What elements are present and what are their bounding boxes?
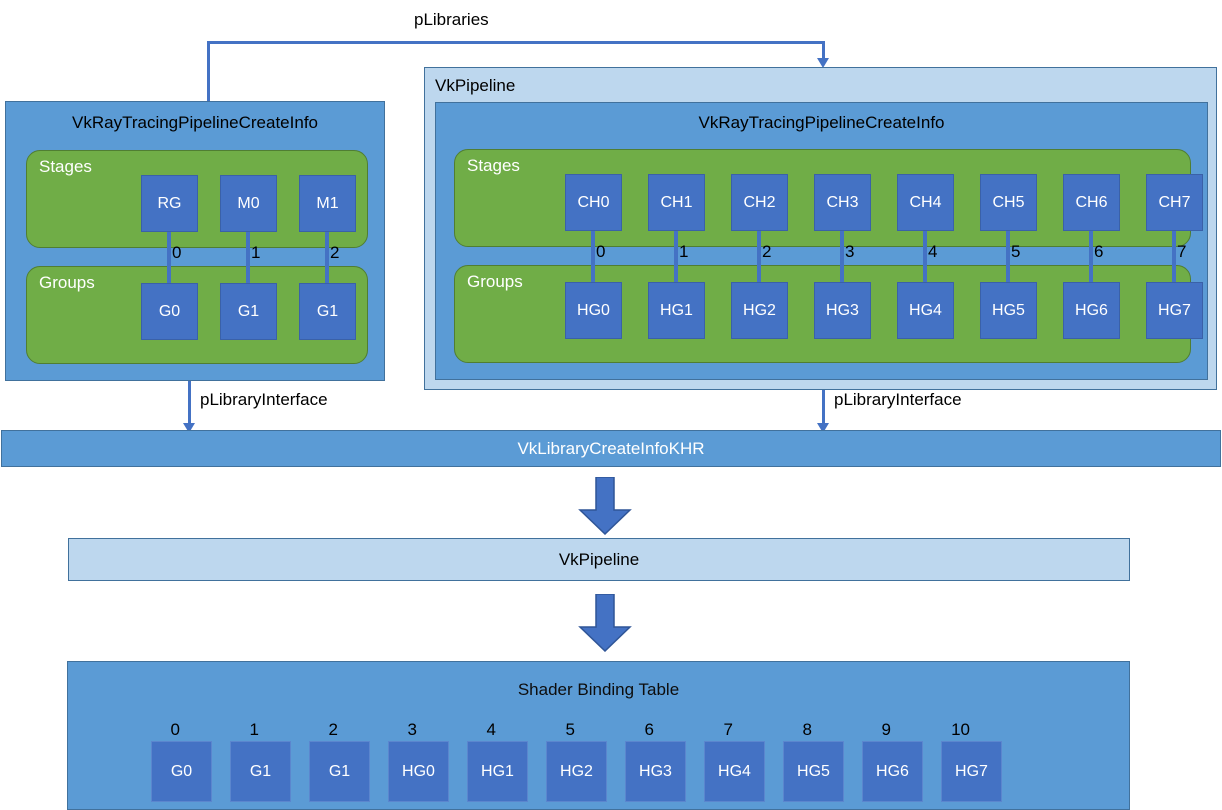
left-connector [246,227,250,305]
left-groups-label: Groups [39,273,95,292]
left-panel-title: VkRayTracingPipelineCreateInfo [72,113,318,132]
right-index-label: 1 [679,242,689,261]
sbt-entry-chip: HG3 [625,741,686,802]
right-stages-label: Stages [467,156,520,175]
right-group-chip: HG4 [897,282,954,339]
sbt-index-label: 6 [644,720,654,739]
right-group-chip: HG6 [1063,282,1120,339]
vklibrarycreateinfokhr-label: VkLibraryCreateInfoKHR [517,438,705,458]
left-stage-chip: RG [141,175,198,232]
right-stage-chip: CH6 [1063,174,1120,231]
left-stage-chip: M0 [220,175,277,232]
sbt-entry-chip: HG4 [704,741,765,802]
right-stage-chip: CH7 [1146,174,1203,231]
right-plibraryinterface-arrowhead-icon [817,423,829,433]
plibraries-arrow-span [207,41,825,44]
right-stage-chip: CH1 [648,174,705,231]
right-create-info-panel: VkRayTracingPipelineCreateInfo Stages Gr… [435,102,1208,380]
left-index-label: 0 [172,243,182,262]
right-connector [1089,226,1093,304]
plibraries-arrowhead-icon [817,58,829,68]
sbt-index-label: 10 [951,720,970,739]
right-group-chip: HG5 [980,282,1037,339]
sbt-entry-chip: HG0 [388,741,449,802]
right-index-label: 7 [1177,242,1187,261]
right-group-chip: HG3 [814,282,871,339]
right-groups-label: Groups [467,272,523,291]
left-plibraryinterface-label: pLibraryInterface [200,390,328,409]
plibraries-arrow-riser [207,41,210,103]
left-connector [167,227,171,305]
right-stage-chip: CH3 [814,174,871,231]
sbt-entry-chip: G1 [230,741,291,802]
right-connector [840,226,844,304]
vkpipeline-result-label: VkPipeline [558,549,640,569]
right-connector [591,226,595,304]
sbt-index-label: 8 [802,720,812,739]
right-index-label: 0 [596,242,606,261]
sbt-entry-chip: HG5 [783,741,844,802]
right-stage-chip: CH4 [897,174,954,231]
right-plibraryinterface-arrow-line [822,390,825,425]
sbt-index-label: 9 [881,720,891,739]
right-connector [1172,226,1176,304]
right-stage-chip: CH0 [565,174,622,231]
right-stage-chip: CH5 [980,174,1037,231]
left-index-label: 2 [330,243,340,262]
sbt-index-label: 1 [249,720,259,739]
left-connector [325,227,329,305]
sbt-entry-chip: G0 [151,741,212,802]
right-index-label: 3 [845,242,855,261]
left-group-chip: G1 [220,283,277,340]
left-index-label: 1 [251,243,261,262]
shader-binding-table-panel: Shader Binding Table 0 1 2 3 4 5 6 7 8 9… [67,661,1130,810]
right-vkpipeline-panel: VkPipeline VkRayTracingPipelineCreateInf… [424,67,1217,390]
right-group-chip: HG7 [1146,282,1203,339]
left-create-info-panel: VkRayTracingPipelineCreateInfo Stages Gr… [5,101,385,381]
block-arrow-to-sbt [576,593,634,653]
right-group-chip: HG2 [731,282,788,339]
sbt-index-label: 7 [723,720,733,739]
right-group-chip: HG1 [648,282,705,339]
left-plibraryinterface-arrow-line [188,381,191,425]
sbt-entry-chip: HG1 [467,741,528,802]
shader-binding-table-title: Shader Binding Table [517,680,680,699]
right-index-label: 5 [1011,242,1021,261]
sbt-index-label: 2 [328,720,338,739]
vklibrarycreateinfokhr-bar: VkLibraryCreateInfoKHR [1,430,1221,467]
sbt-index-label: 3 [407,720,417,739]
plibraries-arrow-descender [822,41,825,60]
right-panel-title: VkRayTracingPipelineCreateInfo [698,113,945,132]
right-connector [923,226,927,304]
right-connector [757,226,761,304]
block-arrow-to-pipeline [576,476,634,536]
right-index-label: 2 [762,242,772,261]
right-connector [1006,226,1010,304]
left-stage-chip: M1 [299,175,356,232]
left-group-chip: G0 [141,283,198,340]
vkpipeline-result-bar: VkPipeline [68,538,1130,581]
sbt-entry-chip: G1 [309,741,370,802]
right-vkpipeline-title: VkPipeline [435,76,516,95]
sbt-index-label: 5 [565,720,575,739]
right-plibraryinterface-label: pLibraryInterface [834,390,962,409]
right-index-label: 6 [1094,242,1104,261]
right-index-label: 4 [928,242,938,261]
right-stage-chip: CH2 [731,174,788,231]
sbt-entry-chip: HG6 [862,741,923,802]
sbt-entry-chip: HG7 [941,741,1002,802]
right-connector [674,226,678,304]
left-group-chip: G1 [299,283,356,340]
left-stages-label: Stages [39,157,92,176]
sbt-index-label: 4 [486,720,496,739]
right-group-chip: HG0 [565,282,622,339]
left-plibraryinterface-arrowhead-icon [183,423,195,433]
sbt-entry-chip: HG2 [546,741,607,802]
sbt-index-label: 0 [170,720,180,739]
plibraries-label: pLibraries [414,10,489,29]
